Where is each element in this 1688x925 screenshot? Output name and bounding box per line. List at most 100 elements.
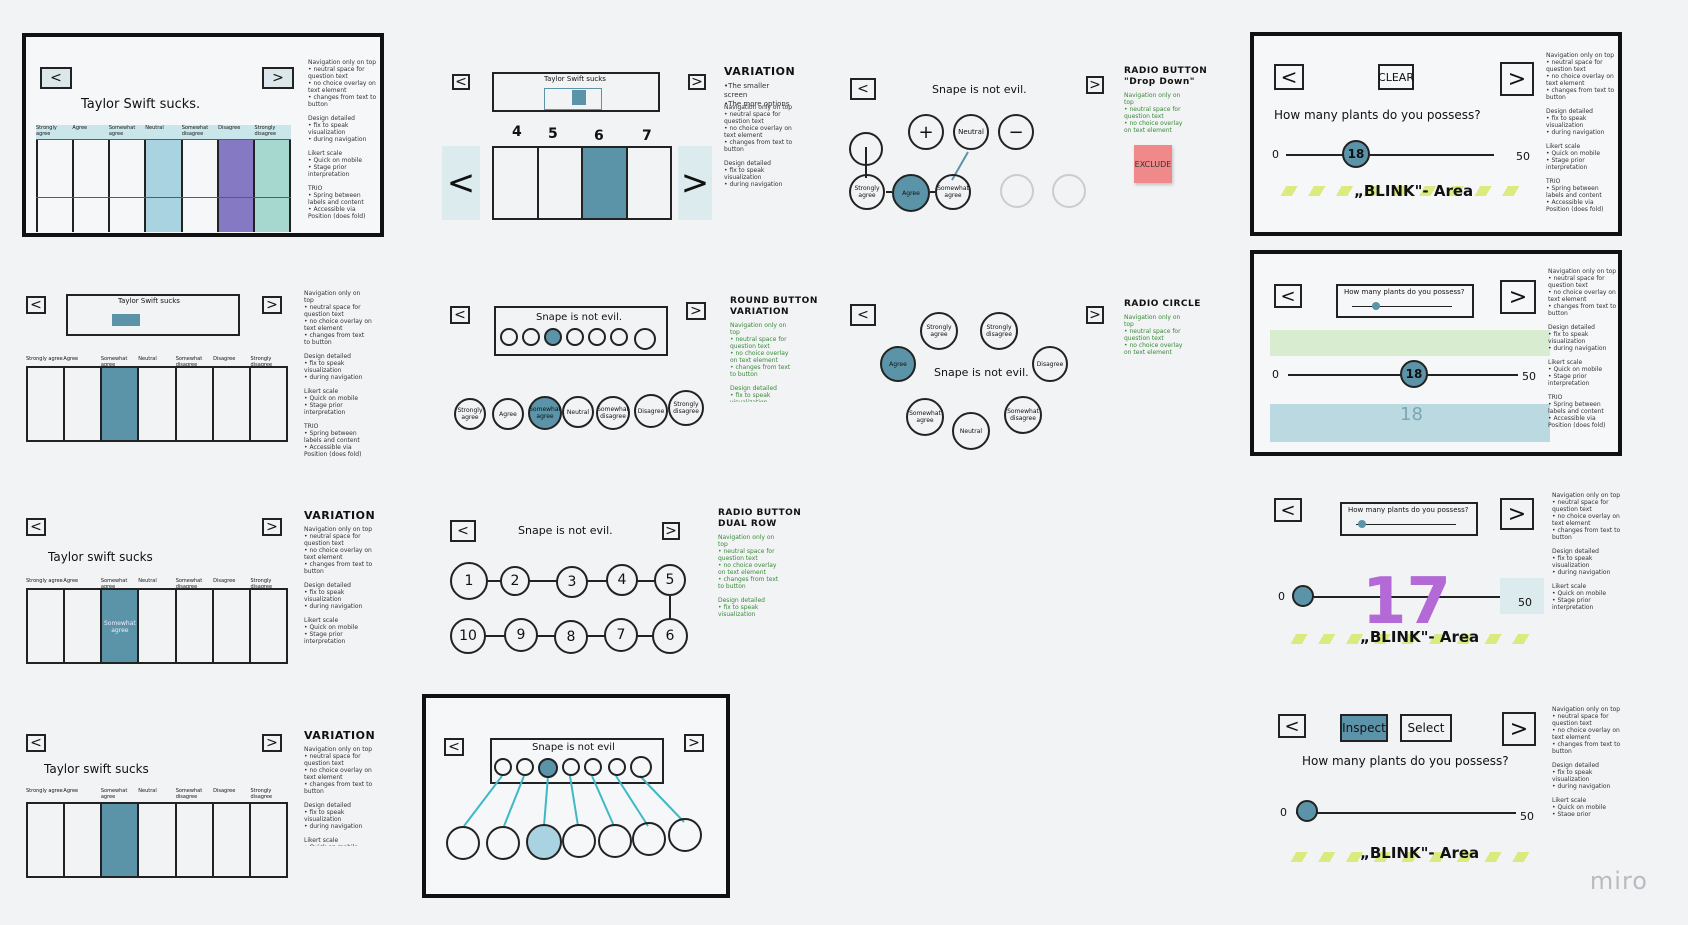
slider-track[interactable]: [1296, 812, 1516, 814]
radio-option-selected[interactable]: Agree: [892, 174, 930, 212]
back-button[interactable]: <: [450, 306, 470, 324]
forward-button[interactable]: >: [662, 522, 680, 540]
dual-row-option[interactable]: 10: [450, 618, 486, 654]
forward-button[interactable]: >: [1502, 712, 1536, 746]
radio-option[interactable]: [446, 826, 480, 860]
forward-button[interactable]: >: [686, 302, 706, 320]
radio-option[interactable]: [849, 132, 883, 166]
back-button[interactable]: <: [1274, 284, 1302, 308]
scale-option[interactable]: [248, 590, 288, 662]
frame-slider-clear[interactable]: < CLEAR > How many plants do you possess…: [1250, 32, 1622, 236]
scale-option-selected[interactable]: [100, 368, 138, 440]
inspect-button[interactable]: Inspect: [1340, 714, 1388, 742]
radio-option[interactable]: [486, 826, 520, 860]
scale-option[interactable]: [36, 140, 72, 232]
scale-option[interactable]: [174, 590, 212, 662]
scale-option[interactable]: [72, 140, 108, 232]
scale-option[interactable]: [180, 140, 217, 232]
radio-option[interactable]: Strongly disagree: [668, 390, 704, 426]
back-button[interactable]: <: [1274, 64, 1304, 90]
back-button[interactable]: <: [26, 734, 46, 752]
radio-option[interactable]: Strongly agree: [454, 398, 486, 430]
frame-radio-connected[interactable]: < > Snape is not evil: [422, 694, 730, 898]
select-button[interactable]: Select: [1400, 714, 1452, 742]
back-button[interactable]: <: [850, 304, 876, 326]
forward-button[interactable]: >: [684, 734, 704, 752]
scale-option[interactable]: [26, 368, 63, 440]
slider-track[interactable]: [1286, 154, 1494, 156]
clear-button[interactable]: CLEAR: [1378, 64, 1414, 90]
radio-option[interactable]: Neutral: [562, 396, 594, 428]
slider-thumb[interactable]: [1296, 800, 1318, 822]
back-button[interactable]: <: [1278, 714, 1306, 738]
scale-option[interactable]: [536, 148, 582, 218]
minus-button[interactable]: −: [998, 114, 1034, 150]
scale-option[interactable]: [216, 140, 253, 232]
scale-option[interactable]: [248, 804, 288, 876]
radio-option[interactable]: Neutral: [952, 412, 990, 450]
radio-option[interactable]: Somewhat disagree: [596, 396, 630, 430]
scale-option[interactable]: [108, 140, 144, 232]
scale-option-selected[interactable]: [100, 804, 138, 876]
back-button[interactable]: <: [452, 74, 470, 90]
scale-option[interactable]: [625, 148, 672, 218]
scale-option[interactable]: [252, 140, 291, 232]
radio-option[interactable]: Disagree: [634, 394, 668, 428]
radio-option[interactable]: Strongly disagree: [980, 312, 1018, 350]
scale-option[interactable]: [211, 804, 249, 876]
dual-row-option[interactable]: 6: [652, 618, 688, 654]
radio-option[interactable]: [668, 818, 702, 852]
radio-option[interactable]: Strongly agree: [920, 312, 958, 350]
scale-option[interactable]: [26, 590, 63, 662]
scale-option-selected[interactable]: Somewhat agree: [100, 590, 138, 662]
plus-button[interactable]: +: [908, 114, 944, 150]
slider-thumb[interactable]: 18: [1342, 140, 1370, 168]
slider-thumb[interactable]: [1292, 585, 1314, 607]
radio-option[interactable]: [632, 822, 666, 856]
neutral-button[interactable]: Neutral: [953, 114, 989, 150]
back-button[interactable]: <: [1274, 498, 1302, 522]
scale-option[interactable]: [248, 368, 288, 440]
radio-option-selected[interactable]: [526, 824, 562, 860]
back-button[interactable]: <: [450, 520, 476, 542]
dual-row-option[interactable]: 7: [604, 618, 638, 652]
back-button[interactable]: <: [26, 296, 46, 314]
dual-row-option[interactable]: 4: [606, 564, 638, 596]
scale-option[interactable]: [174, 368, 212, 440]
forward-button[interactable]: >: [1500, 62, 1534, 96]
swipe-right-zone[interactable]: [1500, 578, 1544, 614]
radio-option[interactable]: Somewhat agree: [906, 398, 944, 436]
scroll-left-zone[interactable]: <: [442, 146, 480, 220]
forward-button[interactable]: >: [262, 518, 282, 536]
scale-option[interactable]: [492, 148, 537, 218]
back-button[interactable]: <: [40, 67, 72, 89]
slider-track[interactable]: [1294, 596, 1508, 598]
forward-button[interactable]: >: [262, 734, 282, 752]
scale-option[interactable]: [63, 804, 100, 876]
scale-option[interactable]: [26, 804, 63, 876]
frame-likert-vertical-swipe[interactable]: < > Taylor Swift sucks. Strongly agree A…: [22, 33, 384, 237]
dual-row-option[interactable]: 9: [504, 618, 538, 652]
radio-option[interactable]: Strongly agree: [849, 174, 885, 210]
scale-option[interactable]: [211, 590, 249, 662]
dual-row-option[interactable]: 8: [554, 620, 588, 654]
scale-option[interactable]: [144, 140, 181, 232]
radio-option[interactable]: Somewhat disagree: [1004, 396, 1042, 434]
radio-option[interactable]: [562, 824, 596, 858]
forward-button[interactable]: >: [262, 67, 294, 89]
scale-option[interactable]: [137, 590, 174, 662]
frame-slider-minimap[interactable]: < > How many plants do you possess? 0 18…: [1250, 250, 1622, 456]
forward-button[interactable]: >: [688, 74, 706, 90]
forward-button[interactable]: >: [1086, 76, 1104, 94]
radio-option-selected[interactable]: Somewhat agree: [528, 396, 562, 430]
radio-option-selected[interactable]: Agree: [880, 346, 916, 382]
dual-row-option[interactable]: 2: [500, 566, 530, 596]
scale-option[interactable]: [211, 368, 249, 440]
dual-row-option[interactable]: 5: [654, 564, 686, 596]
back-button[interactable]: <: [850, 78, 876, 100]
scroll-right-zone[interactable]: >: [678, 146, 712, 220]
forward-button[interactable]: >: [1500, 280, 1536, 314]
back-button[interactable]: <: [26, 518, 46, 536]
slider-thumb[interactable]: 18: [1400, 360, 1428, 388]
swipe-zone[interactable]: [1270, 330, 1550, 356]
